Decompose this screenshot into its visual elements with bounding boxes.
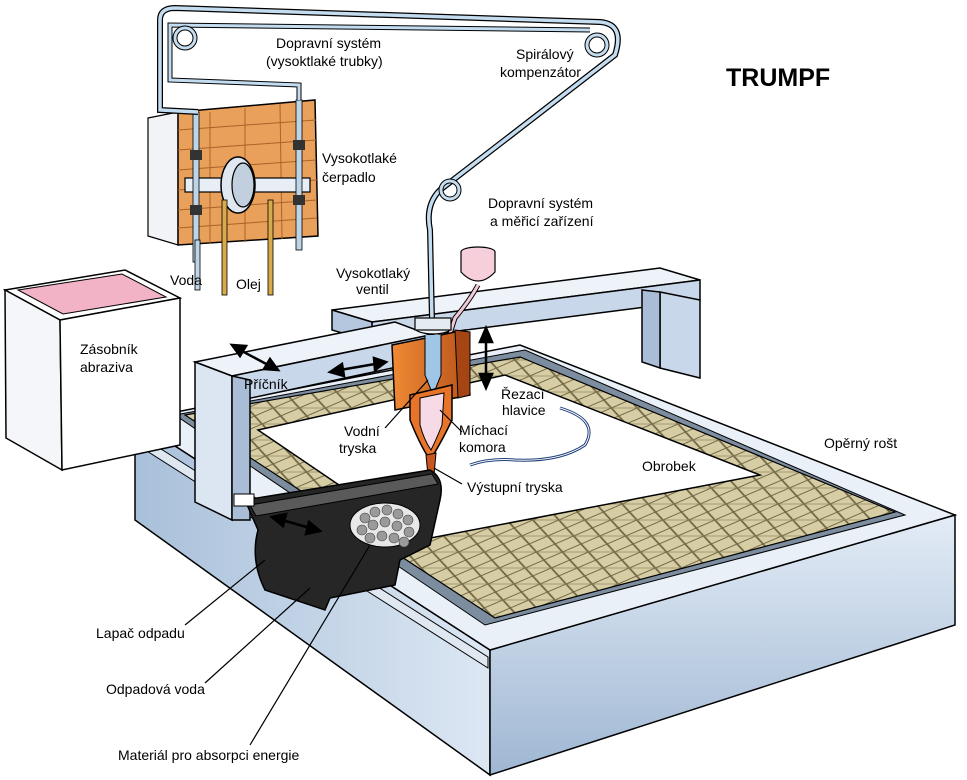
arrow-catcher bbox=[269, 512, 323, 536]
leader-waste-catcher bbox=[184, 559, 266, 626]
label-oil: Olej bbox=[236, 276, 261, 292]
label-energy-absorb: Materiál pro absorpci energie bbox=[118, 747, 300, 763]
label-water-nozzle-2: tryska bbox=[339, 440, 377, 456]
waste-catcher bbox=[233, 469, 442, 611]
leader-lines bbox=[184, 379, 463, 746]
leader-mixing-chamber bbox=[439, 409, 463, 433]
abrasive-tank bbox=[2, 269, 183, 472]
label-abrasive-tank-2: abraziva bbox=[80, 359, 133, 375]
label-transport-system-1: Dopravní systém bbox=[276, 35, 381, 51]
leader-water-nozzle bbox=[384, 379, 429, 429]
crossbeam bbox=[192, 321, 433, 522]
label-outlet-nozzle: Výstupní tryska bbox=[467, 479, 563, 495]
label-hp-valve-1: Vysokotlaký bbox=[336, 265, 410, 281]
label-hp-valve-2: ventil bbox=[356, 281, 389, 297]
high-pressure-pump bbox=[147, 99, 319, 296]
label-cutting-head-2: hlavice bbox=[502, 402, 546, 418]
arrow-crossbeam-diagonal bbox=[229, 343, 281, 372]
leader-energy-absorb bbox=[249, 544, 371, 746]
label-hp-pump-1: Vysokotlaké bbox=[322, 150, 397, 166]
cutting-head bbox=[391, 317, 471, 477]
label-cutting-head-1: Řezací bbox=[501, 386, 545, 402]
leader-waste-water bbox=[204, 587, 311, 684]
label-waste-catcher: Lapač odpadu bbox=[96, 625, 185, 641]
label-spiral-compensator-1: Spirálový bbox=[516, 46, 574, 62]
label-mixing-chamber-1: Míchací bbox=[459, 422, 508, 438]
label-workpiece: Obrobek bbox=[642, 458, 697, 474]
label-water: Voda bbox=[170, 272, 202, 288]
label-mixing-chamber-2: komora bbox=[459, 439, 506, 455]
arrow-carriage-horizontal bbox=[327, 356, 389, 378]
label-support-grate: Opěrný rošt bbox=[824, 435, 897, 451]
label-crossbeam: Příčník bbox=[244, 376, 289, 392]
label-transport-measuring-2: a měřicí zařízení bbox=[490, 213, 594, 229]
brand-logo: TRUMPF bbox=[726, 64, 830, 92]
label-transport-measuring-1: Dopravní systém bbox=[488, 195, 593, 211]
leader-outlet-nozzle bbox=[433, 467, 463, 485]
high-pressure-tubes bbox=[157, 4, 621, 341]
label-hp-pump-2: čerpadlo bbox=[322, 169, 376, 185]
label-waste-water: Odpadová voda bbox=[106, 681, 205, 697]
label-water-nozzle-1: Vodní bbox=[344, 423, 380, 439]
label-abrasive-tank-1: Zásobník bbox=[80, 341, 139, 357]
arrow-head-vertical bbox=[478, 324, 494, 392]
metering-device bbox=[460, 246, 496, 282]
label-transport-system-2: (vysoktlaké trubky) bbox=[266, 53, 383, 69]
label-spiral-compensator-2: kompenzátor bbox=[500, 64, 581, 80]
motion-arrows bbox=[229, 324, 494, 536]
